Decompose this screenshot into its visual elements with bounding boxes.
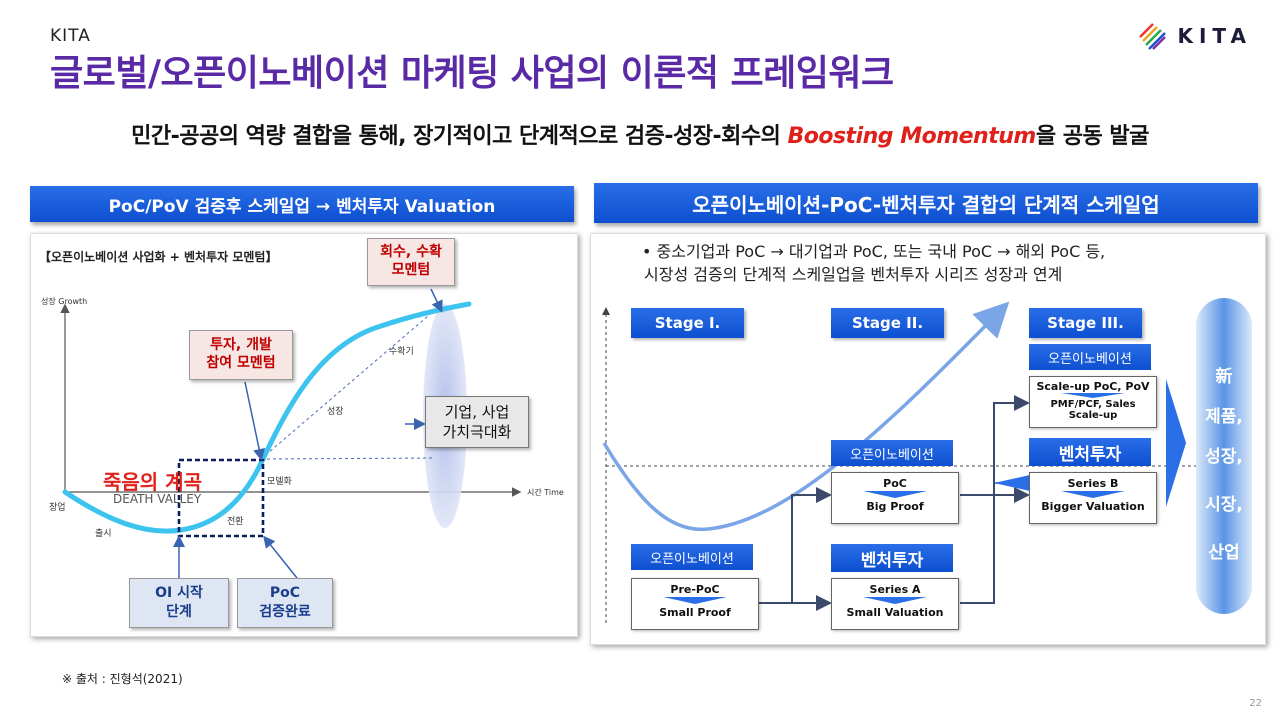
card-scaleup: Scale-up PoC, PoV PMF/PCF, Sales Scale-u… (1029, 376, 1157, 428)
tag-vc-stage3: 벤처투자 (1029, 438, 1151, 466)
card-poc: PoC Big Proof (831, 472, 959, 524)
subtitle-highlight: Boosting Momentum (787, 124, 1036, 149)
card-seriesb-top: Series B (1067, 477, 1119, 490)
card-scaleup-line2: PMF/PCF, Sales (1050, 399, 1136, 410)
harvest-momentum-box: 회수, 수확 모멘텀 (367, 238, 455, 286)
down-arrow-icon (1061, 393, 1125, 398)
result-line-5: 산업 (1208, 543, 1240, 563)
dashed-flat-line (260, 457, 436, 460)
oi-box-line1: OI 시작 (155, 585, 203, 601)
kita-logo: KITA (1137, 20, 1252, 52)
kita-label: KITA (50, 26, 91, 46)
down-arrow-icon (863, 597, 927, 604)
left-panel-header: PoC/PoV 검증후 스케일업 → 벤처투자 Valuation (30, 186, 574, 222)
connector-seriesa-scaleup (960, 395, 1030, 604)
card-prepoc-top: Pre-PoC (670, 583, 720, 596)
label-transition: 전환 (227, 517, 244, 527)
card-scaleup-top: Scale-up PoC, PoV (1036, 380, 1150, 393)
x-axis-label: 시간 Time (527, 488, 564, 497)
bullet-line2: 시장성 검증의 단계적 스케일업을 벤처투자 시리즈 성장과 연계 (644, 265, 1063, 284)
result-line-3: 성장, (1205, 447, 1243, 467)
down-arrow-icon (663, 597, 727, 604)
label-growth: 성장 (327, 407, 344, 417)
right-growth-curve (602, 301, 1010, 532)
kita-logo-icon (1139, 23, 1167, 50)
source-footnote: ※ 출처 : 진형석(2021) (62, 672, 183, 686)
card-prepoc-bottom: Small Proof (659, 606, 731, 619)
bullet-line1: • 중소기업과 PoC → 대기업과 PoC, 또는 국내 PoC → 해외 P… (642, 242, 1106, 261)
dashed-growth-line (260, 309, 436, 460)
tag-oi-stage3: 오픈이노베이션 (1029, 344, 1151, 370)
subtitle: 민간-공공의 역량 결합을 통해, 장기적이고 단계적으로 검증-성장-회수의 … (0, 118, 1280, 150)
poc-box-line2: 검증완료 (259, 604, 311, 620)
card-poc-top: PoC (883, 477, 907, 490)
invest-box-line2: 참여 모멘텀 (206, 355, 276, 371)
right-panel (590, 233, 1266, 645)
label-modeling: 모델화 (267, 477, 292, 487)
card-seriesa-top: Series A (869, 583, 921, 596)
logo-text: KITA (1177, 24, 1252, 48)
label-start: 창업 (49, 503, 66, 513)
connector-prepoc-poc (791, 487, 832, 603)
oi-box-line2: 단계 (166, 604, 192, 620)
poc-box-line1: PoC (269, 585, 301, 601)
label-launch: 출시 (95, 529, 112, 539)
value-box-line1: 기업, 사업 (444, 403, 510, 421)
poc-complete-box: PoC 검증완료 (237, 578, 333, 628)
death-valley-box (177, 458, 265, 538)
branch-arrowhead (994, 475, 1030, 491)
card-poc-bottom: Big Proof (866, 500, 924, 513)
card-series-b: Series B Bigger Valuation (1029, 472, 1157, 524)
death-valley-en: DEATH VALLEY (113, 492, 202, 506)
page-number: 22 (1249, 698, 1262, 709)
scaleup-diagram (602, 301, 1196, 623)
down-arrow-icon (1061, 491, 1125, 498)
down-arrow-icon (863, 491, 927, 498)
left-caption: 【오픈이노베이션 사업화 + 벤처투자 모멘텀】 (39, 250, 278, 264)
harvest-arrow (430, 288, 443, 313)
harvest-box-line1: 회수, 수확 (380, 244, 442, 260)
value-maximize-box: 기업, 사업 가치극대화 (425, 396, 529, 448)
result-line-1: 新 (1215, 367, 1233, 387)
page-title: 글로벌/오픈이노베이션 마케팅 사업의 이론적 프레임워크 (50, 53, 894, 94)
card-series-a: Series A Small Valuation (831, 578, 959, 630)
card-pre-poc: Pre-PoC Small Proof (631, 578, 759, 630)
y-axis-label: 성장 Growth (41, 297, 88, 306)
left-panel: 【오픈이노베이션 사업화 + 벤처투자 모멘텀】 성장 Growth 시간 Ti… (30, 233, 578, 637)
right-bullet: • 중소기업과 PoC → 대기업과 PoC, 또는 국내 PoC → 해외 P… (642, 240, 1105, 286)
tag-oi-stage1: 오픈이노베이션 (631, 544, 753, 570)
card-seriesb-bottom: Bigger Valuation (1041, 500, 1145, 513)
card-seriesa-bottom: Small Valuation (846, 606, 944, 619)
invest-box-line1: 투자, 개발 (210, 337, 272, 353)
right-panel-header: 오픈이노베이션-PoC-벤처투자 결합의 단계적 스케일업 (594, 183, 1258, 223)
stage-1-label: Stage I. (631, 308, 744, 338)
result-column (1196, 298, 1252, 614)
invest-momentum-box: 투자, 개발 참여 모멘텀 (189, 330, 293, 380)
label-harvest: 수확기 (389, 347, 414, 357)
invest-arrow (244, 381, 266, 461)
value-box-line2: 가치극대화 (442, 423, 512, 441)
tag-oi-stage2: 오픈이노베이션 (831, 440, 953, 466)
poc-arrow (263, 535, 298, 579)
harvest-box-line2: 모멘텀 (391, 262, 431, 278)
oi-start-box: OI 시작 단계 (129, 578, 229, 628)
subtitle-suffix: 을 공동 발굴 (1035, 124, 1150, 149)
stage-3-label: Stage III. (1029, 308, 1142, 338)
tag-vc-stage2: 벤처투자 (831, 544, 953, 572)
card-scaleup-line3: Scale-up (1068, 410, 1118, 421)
stage-2-label: Stage II. (831, 308, 944, 338)
result-line-2: 제품, (1205, 407, 1243, 427)
subtitle-prefix: 민간-공공의 역량 결합을 통해, 장기적이고 단계적으로 검증-성장-회수의 (131, 124, 788, 149)
result-line-4: 시장, (1205, 495, 1243, 515)
death-valley-ko: 죽음의 계곡 (103, 470, 202, 494)
big-right-arrow (1166, 379, 1186, 507)
